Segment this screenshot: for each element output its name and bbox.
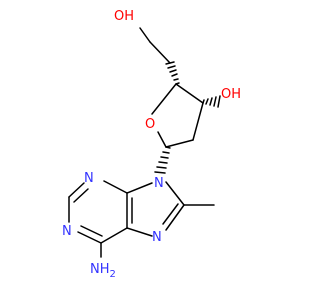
bond-c3-c2	[192, 102, 204, 141]
bond-c6-c5	[100, 227, 128, 244]
hashed-bond-c3-oh	[202, 95, 221, 108]
label-n7: N	[152, 230, 162, 245]
bond-c8-n7-inner	[162, 203, 179, 225]
label-oh-hydroxymethyl: OH	[114, 9, 134, 24]
bond-c8-n7	[165, 204, 185, 231]
bond-n7-c5	[126, 227, 153, 237]
bond-c2-c1	[165, 139, 194, 148]
bond-c5-oh	[149, 41, 171, 64]
bond-c4-n9	[126, 182, 153, 194]
label-nh2: NH2	[90, 262, 116, 280]
bond-oring-c4	[151, 83, 177, 115]
atom-labels: OH OH O N N N N NH2	[62, 9, 241, 280]
label-n3: N	[84, 171, 94, 186]
molecule-canvas: OH OH O N N N N NH2	[62, 9, 241, 280]
hashed-bond-c4-c5	[165, 61, 180, 85]
bond-n3-c2-inner	[73, 188, 89, 203]
bond-n9-c8	[165, 181, 185, 206]
label-oh-ring: OH	[221, 87, 241, 102]
bond-n1-c6	[77, 231, 102, 244]
bond-c5-oh-tail	[139, 27, 151, 43]
bond-n3-c2	[68, 182, 85, 198]
bond-c4-c3	[175, 83, 204, 104]
bond-c1-oring	[157, 131, 167, 148]
sugar-ring	[151, 83, 204, 148]
structure-diagram: OH OH O N N N N NH2	[62, 9, 241, 280]
label-n9: N	[154, 176, 164, 191]
hashed-bond-c1-n9	[154, 146, 171, 174]
label-o-ring: O	[145, 117, 155, 132]
purine-ring	[68, 180, 215, 258]
bond-n1-c6-inner	[80, 225, 103, 237]
bond-c4-n3	[103, 180, 128, 194]
label-n1: N	[62, 224, 72, 239]
